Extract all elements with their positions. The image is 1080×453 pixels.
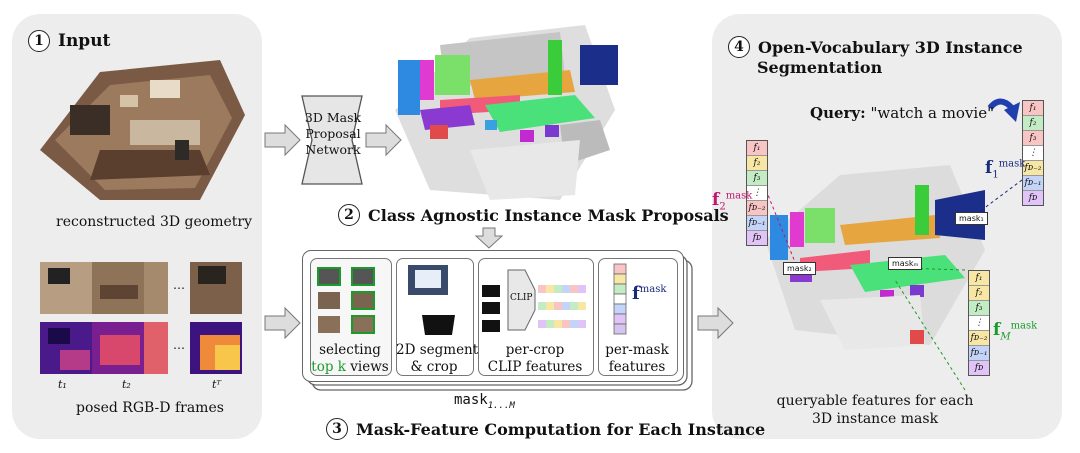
rgb-frames	[40, 262, 242, 314]
arrow-proposals-to-features	[474, 227, 504, 249]
mask2-tag: mask₂	[783, 262, 816, 275]
step2-title: 2 Class Agnostic Instance Mask Proposals	[338, 204, 729, 226]
input-3d-geometry	[40, 60, 245, 200]
feature-vector-f1: f₁ f₂ f₃ ⋮ fᴅ₋₂ fᴅ₋₁ fᴅ	[1022, 100, 1044, 206]
output-segmented-room	[765, 165, 985, 350]
arrow-network-to-proposals	[365, 123, 402, 157]
query-text: Query: "watch a movie"	[810, 104, 995, 122]
subbox3-caption: per-crop CLIP features	[487, 342, 583, 375]
arrow-geometry-to-network	[264, 123, 301, 157]
top-k-text: top k	[311, 359, 346, 375]
subbox-clip-features	[478, 258, 594, 376]
step3-title: 3 Mask-Feature Computation for Each Inst…	[326, 418, 765, 440]
network-label: 3D Mask Proposal Network	[304, 110, 362, 157]
arrow-frames-to-features	[264, 306, 301, 340]
connector-fM-2	[894, 279, 966, 391]
subbox4-caption: per-mask features	[605, 342, 669, 375]
input-title: 1 Input	[28, 30, 110, 52]
subbox-segment-crop	[396, 258, 474, 376]
depth-frames	[40, 322, 242, 374]
output-title: 4 Open-Vocabulary 3D Instance	[728, 36, 1023, 58]
maskM-tag: maskₘ	[888, 257, 923, 270]
f2-label: f2mask	[712, 190, 753, 213]
connector-f1	[974, 179, 1023, 216]
query-arrow-head	[1004, 102, 1020, 122]
arrow-features-to-output	[697, 306, 734, 340]
fmask-label: fmask	[632, 283, 667, 304]
segmented-room	[395, 25, 618, 200]
clip-label: CLIP	[510, 293, 533, 303]
subbox1-caption: selecting top k views	[311, 342, 389, 375]
f1-label: f1mask	[985, 158, 1026, 181]
time-label-T: tᵀ	[212, 378, 222, 391]
dots-rgb: …	[173, 278, 185, 292]
fM-label: fMmask	[993, 320, 1038, 343]
output-title-line2: Segmentation	[757, 58, 883, 77]
frames-caption: posed RGB-D frames	[76, 400, 224, 416]
network-block	[301, 95, 363, 185]
geometry-caption: reconstructed 3D geometry	[56, 214, 252, 230]
time-label-2: t₂	[122, 378, 131, 391]
mask1-tag: mask₁	[955, 212, 988, 225]
feature-vector-fM: f₁ f₂ f₃ ⋮ fᴅ₋₂ fᴅ₋₁ fᴅ	[968, 270, 990, 376]
dots-depth: …	[173, 338, 185, 352]
time-label-1: t₁	[58, 378, 67, 391]
subbox-per-mask-features	[598, 258, 678, 376]
output-caption: queryable features for each 3D instance …	[776, 393, 974, 427]
mask-range-label: mask1...M	[454, 392, 515, 411]
subbox2-caption: 2D segment & crop	[396, 342, 479, 375]
connector-f2	[765, 189, 796, 263]
feature-vector-f2: f₁ f₂ f₃ ⋮ fᴅ₋₂ fᴅ₋₁ fᴅ	[746, 140, 768, 246]
query-arrow	[987, 98, 1015, 111]
